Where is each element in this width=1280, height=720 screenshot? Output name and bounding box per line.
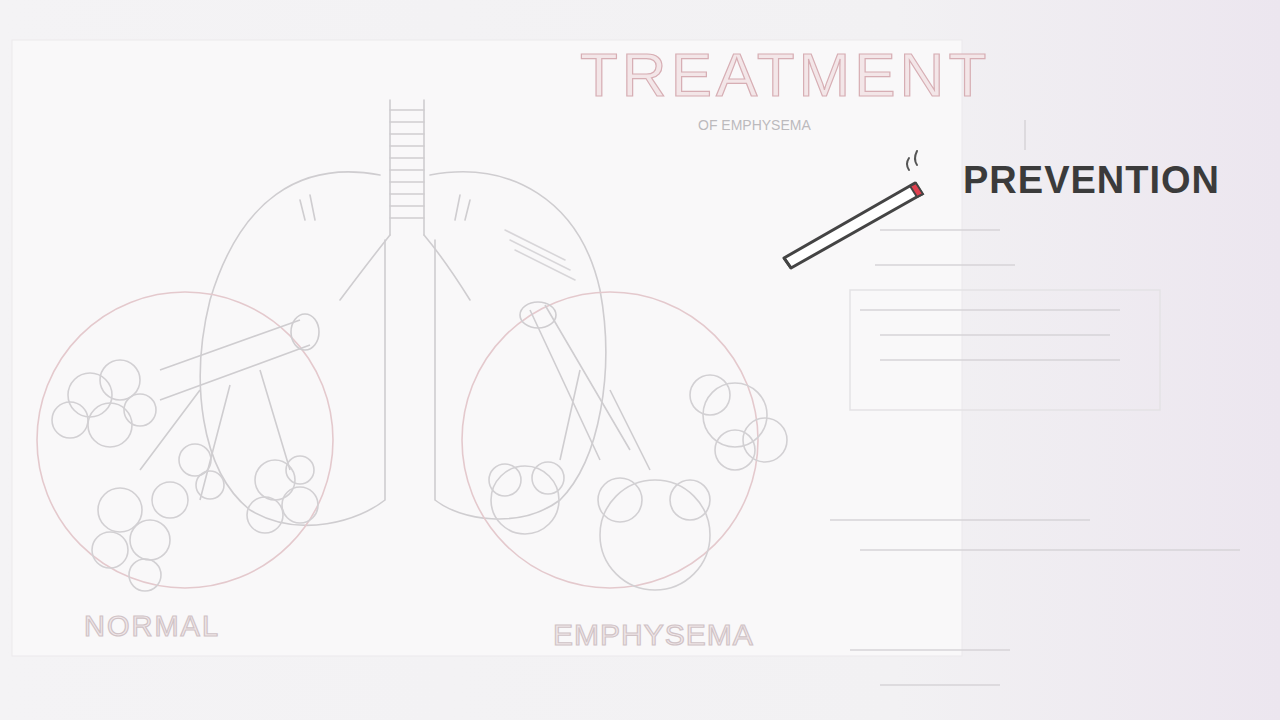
subtitle-text: OF EMPHYSEMA (698, 118, 811, 132)
part-label: NORMAL (84, 612, 220, 641)
whiteboard-panel (12, 40, 962, 656)
title-text: TREATMENT (580, 44, 990, 106)
normal-zoom (37, 292, 333, 591)
cigarette (784, 151, 923, 268)
part-label: EMPHYSEMA (553, 620, 754, 650)
emphysema-zoom (462, 292, 787, 590)
section-heading: PREVENTION (963, 161, 1220, 199)
